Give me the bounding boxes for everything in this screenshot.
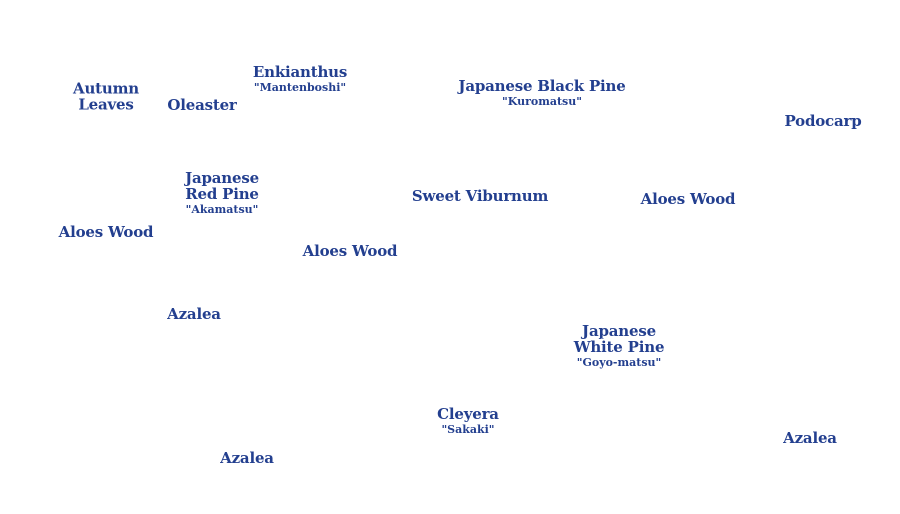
label-main: Aloes Wood [640, 190, 736, 209]
label-main: Aloes Wood [302, 242, 398, 261]
label-sub: "Mantenboshi" [253, 80, 347, 94]
label-main: Japanese Black Pine [458, 76, 626, 95]
label-main: Azalea [167, 305, 221, 324]
label-main: Enkianthus [252, 62, 348, 81]
label-enkianthus[interactable]: Enkianthus "Mantenboshi" [252, 62, 348, 94]
label-japanese-red-pine[interactable]: Japanese Red Pine "Akamatsu" [185, 168, 259, 216]
label-japanese-white-pine[interactable]: Japanese White Pine "Goyo-matsu" [573, 321, 665, 369]
label-main: Oleaster [167, 96, 237, 115]
label-main: Azalea [783, 429, 837, 448]
label-cleyera[interactable]: Cleyera "Sakaki" [437, 404, 499, 436]
label-autumn-leaves[interactable]: Autumn Leaves [73, 79, 139, 113]
label-azalea[interactable]: Azalea [783, 429, 837, 448]
label-main: Autumn Leaves [73, 79, 139, 113]
label-main: Podocarp [784, 112, 862, 131]
label-sub: "Kuromatsu" [502, 94, 582, 108]
label-sub: "Sakaki" [441, 422, 495, 436]
label-main: Aloes Wood [58, 223, 154, 242]
label-sweet-viburnum[interactable]: Sweet Viburnum [411, 187, 549, 206]
label-aloes-wood[interactable]: Aloes Wood [58, 223, 154, 242]
label-azalea[interactable]: Azalea [167, 305, 221, 324]
label-main: Japanese White Pine [573, 321, 665, 356]
label-sub: "Goyo-matsu" [576, 355, 662, 369]
label-aloes-wood[interactable]: Aloes Wood [640, 190, 736, 209]
label-azalea[interactable]: Azalea [220, 449, 274, 468]
label-main: Sweet Viburnum [411, 187, 549, 206]
label-sub: "Akamatsu" [185, 202, 259, 216]
label-japanese-black-pine[interactable]: Japanese Black Pine "Kuromatsu" [458, 76, 626, 108]
label-aloes-wood[interactable]: Aloes Wood [302, 242, 398, 261]
label-main: Cleyera [437, 404, 499, 423]
label-main: Japanese Red Pine [185, 168, 259, 203]
label-oleaster[interactable]: Oleaster [167, 96, 237, 115]
label-main: Azalea [220, 449, 274, 468]
label-podocarp[interactable]: Podocarp [784, 112, 862, 131]
